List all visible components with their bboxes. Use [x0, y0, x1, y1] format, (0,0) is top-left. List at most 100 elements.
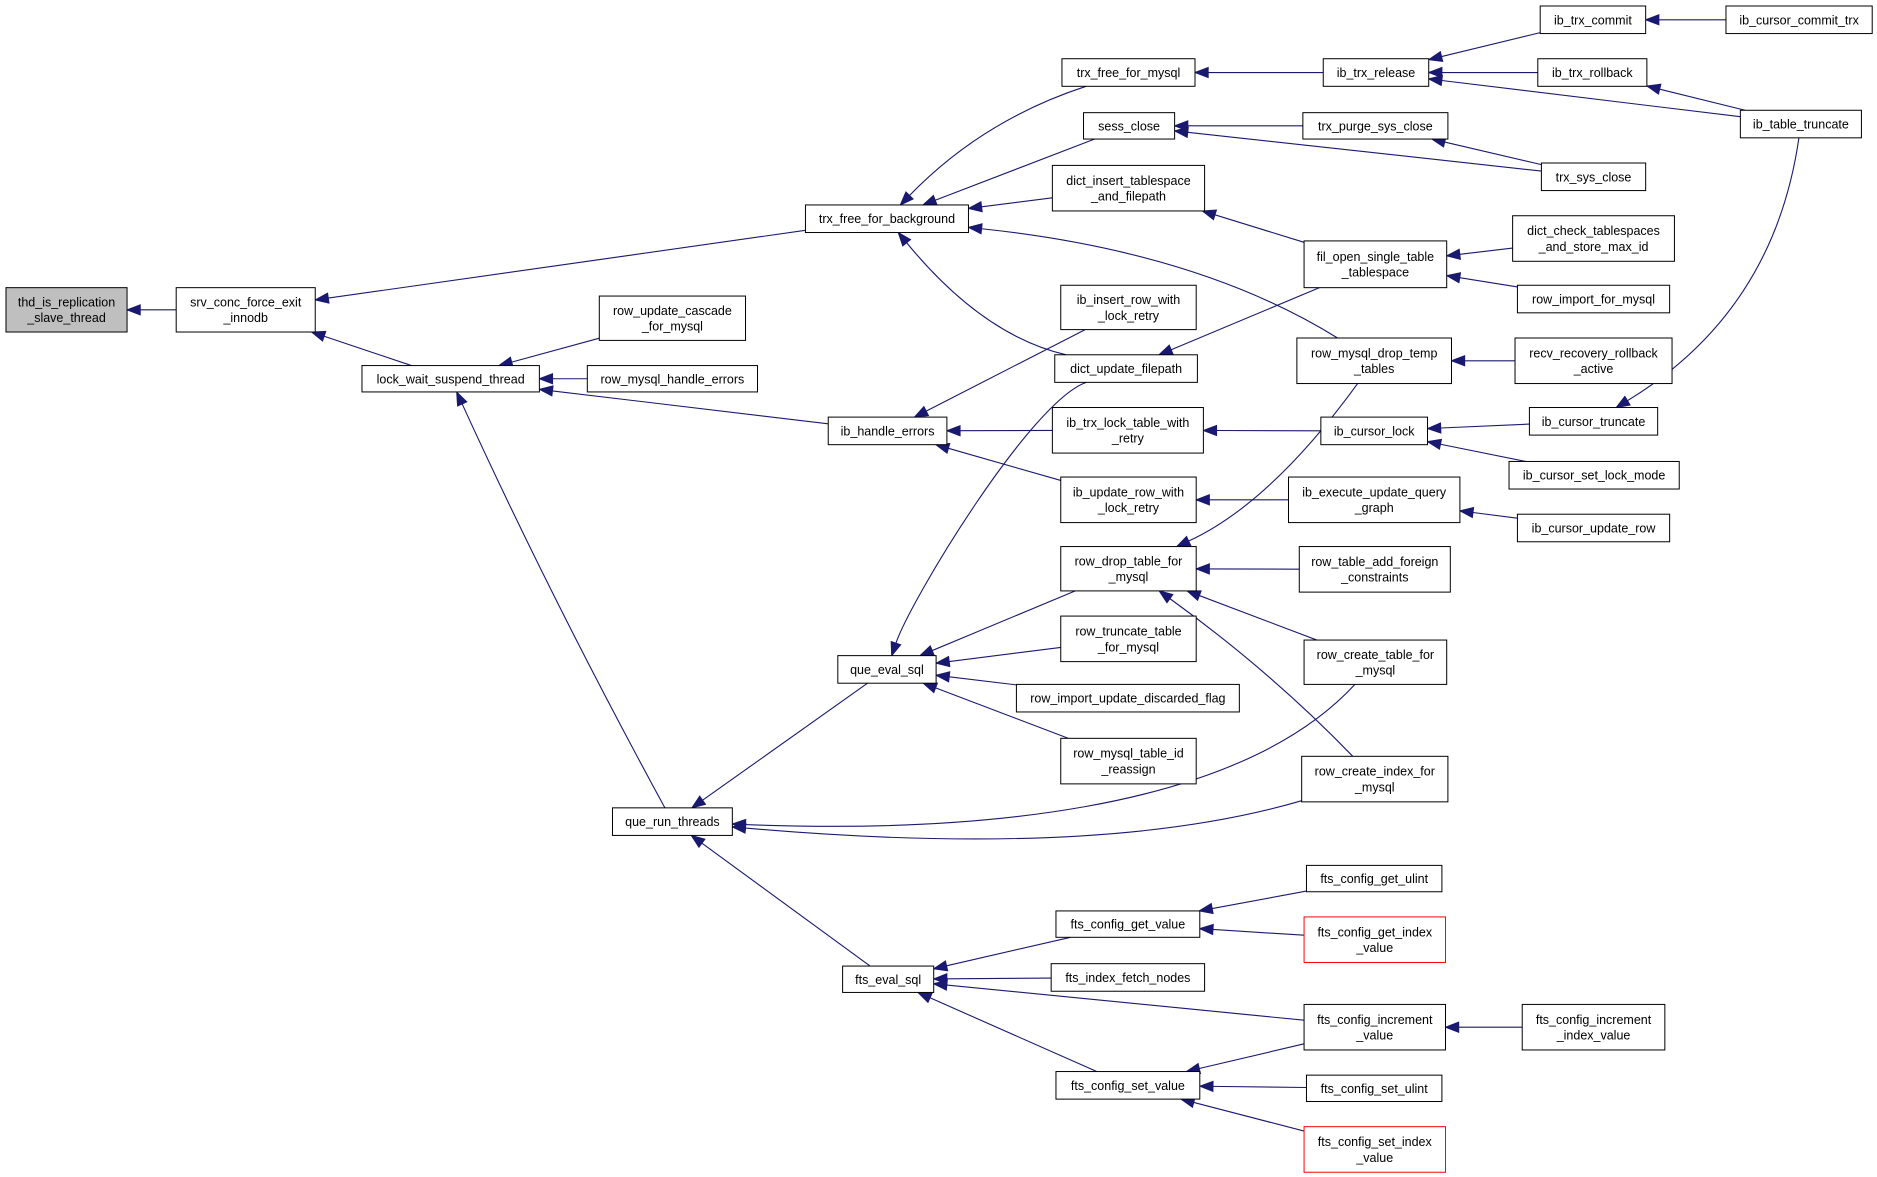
node-ib-cursor-truncate[interactable]: ib_cursor_truncate — [1528, 407, 1659, 436]
node-ib-insert-row-with-lock-retry[interactable]: ib_insert_row_with_lock_retry — [1060, 284, 1197, 331]
edge-ib-insert-row-with-lock-retry-to-ib-handle-errors — [925, 329, 1086, 412]
node-recv-recovery-rollback-active[interactable]: recv_recovery_rollback_active — [1514, 337, 1673, 385]
node-label: fts_config_set_value — [1071, 1079, 1185, 1093]
arrowhead — [1194, 494, 1210, 506]
node-fts-config-set-value[interactable]: fts_config_set_value — [1055, 1071, 1201, 1100]
node-row-create-index-for-mysql[interactable]: row_create_index_for_mysql — [1301, 755, 1449, 803]
node-ib-cursor-lock[interactable]: ib_cursor_lock — [1320, 416, 1429, 446]
edge-row-create-table-for-mysql-to-que-run-threads — [745, 684, 1356, 827]
node-box — [1303, 1003, 1447, 1051]
node-ib-trx-release[interactable]: ib_trx_release — [1322, 58, 1430, 87]
node-row-mysql-handle-errors[interactable]: row_mysql_handle_errors — [586, 365, 759, 393]
node-row-create-table-for-mysql[interactable]: row_create_table_for_mysql — [1303, 639, 1448, 685]
node-sess-close[interactable]: sess_close — [1083, 112, 1176, 140]
node-label: que_eval_sql — [850, 663, 924, 677]
node-label: _constraints — [1340, 571, 1408, 585]
node-ib-cursor-set-lock-mode[interactable]: ib_cursor_set_lock_mode — [1508, 460, 1680, 490]
node-ib-trx-lock-table-with-retry[interactable]: ib_trx_lock_table_with_retry — [1051, 407, 1204, 454]
node-row-mysql-table-id-reassign[interactable]: row_mysql_table_id_reassign — [1060, 737, 1197, 785]
arrowhead — [1615, 395, 1631, 409]
node-fts-config-get-value[interactable]: fts_config_get_value — [1055, 910, 1201, 938]
node-label: fts_config_increment — [1536, 1013, 1652, 1027]
node-trx-purge-sys-close[interactable]: trx_purge_sys_close — [1302, 112, 1449, 140]
arrowhead — [1157, 344, 1174, 356]
edge-ib-table-truncate-to-ib-trx-release — [1441, 79, 1741, 118]
node-ib-update-row-with-lock-retry[interactable]: ib_update_row_with_lock_retry — [1060, 476, 1197, 524]
edge-ib-cursor-truncate-to-ib-cursor-lock — [1440, 423, 1530, 429]
arrowhead — [456, 390, 468, 407]
node-label: ib_trx_rollback — [1552, 66, 1633, 80]
node-fts-config-increment-value[interactable]: fts_config_increment_value — [1303, 1003, 1447, 1051]
edge-row-import-for-mysql-to-fil-open-single-table-tablespace — [1459, 277, 1518, 288]
node-label: _innodb — [222, 311, 268, 325]
node-box — [1298, 546, 1451, 593]
arrowhead — [932, 960, 949, 972]
node-trx-sys-close[interactable]: trx_sys_close — [1540, 162, 1647, 192]
edge-que-eval-sql-to-que-run-threads — [702, 682, 868, 801]
edge-fil-open-single-table-tablespace-to-dict-update-filepath — [1170, 287, 1320, 351]
node-que-run-threads[interactable]: que_run_threads — [611, 807, 733, 836]
node-row-import-for-mysql[interactable]: row_import_for_mysql — [1516, 284, 1671, 314]
node-box — [175, 287, 316, 333]
node-box — [1739, 109, 1862, 139]
node-lock-wait-suspend-thread[interactable]: lock_wait_suspend_thread — [361, 365, 540, 393]
node-fts-config-get-ulint[interactable]: fts_config_get_ulint — [1305, 864, 1443, 893]
node-ib-cursor-update-row[interactable]: ib_cursor_update_row — [1516, 513, 1671, 543]
node-box — [1287, 476, 1461, 524]
node-ib-handle-errors[interactable]: ib_handle_errors — [827, 416, 948, 446]
node-ib-trx-commit[interactable]: ib_trx_commit — [1539, 5, 1647, 35]
arrowhead — [1445, 248, 1461, 260]
node-ib-trx-rollback[interactable]: ib_trx_rollback — [1537, 58, 1648, 87]
node-box — [1320, 416, 1429, 446]
node-fts-eval-sql[interactable]: fts_eval_sql — [842, 965, 935, 993]
node-fts-config-set-index-value[interactable]: fts_config_set_index_value — [1303, 1126, 1447, 1173]
node-box — [1539, 5, 1647, 35]
node-fts-config-set-ulint[interactable]: fts_config_set_ulint — [1305, 1074, 1443, 1103]
node-box — [1050, 963, 1206, 992]
arrowhead — [1644, 14, 1660, 26]
node-srv-conc-force-exit-innodb[interactable]: srv_conc_force_exit_innodb — [175, 287, 316, 333]
node-dict-update-filepath[interactable]: dict_update_filepath — [1054, 354, 1198, 383]
node-box — [1521, 1003, 1666, 1051]
node-box — [1060, 737, 1197, 785]
node-box — [361, 365, 540, 393]
node-row-drop-table-for-mysql[interactable]: row_drop_table_for_mysql — [1060, 546, 1197, 592]
node-box — [1508, 460, 1680, 490]
node-fts-config-get-index-value[interactable]: fts_config_get_index_value — [1303, 916, 1447, 963]
node-fts-config-increment-index-value[interactable]: fts_config_increment_index_value — [1521, 1003, 1666, 1051]
node-row-truncate-table-for-mysql[interactable]: row_truncate_table_for_mysql — [1060, 615, 1197, 663]
node-label: trx_free_for_background — [819, 212, 955, 226]
edge-trx-free-for-background-to-srv-conc-force-exit-innodb — [328, 229, 806, 299]
nodes-layer: thd_is_replication_slave_thread srv_conc_… — [5, 5, 1873, 1173]
node-fil-open-single-table-tablespace[interactable]: fil_open_single_table_tablespace — [1303, 240, 1448, 289]
node-que-eval-sql[interactable]: que_eval_sql — [837, 655, 937, 684]
node-label: dict_check_tablespaces — [1527, 224, 1660, 238]
node-box — [1303, 639, 1448, 685]
arrowhead — [1198, 1080, 1214, 1093]
node-trx-free-for-mysql[interactable]: trx_free_for_mysql — [1061, 58, 1196, 87]
node-box — [1301, 755, 1449, 803]
node-row-mysql-drop-temp-tables[interactable]: row_mysql_drop_temp_tables — [1296, 337, 1452, 385]
node-ib-execute-update-query-graph[interactable]: ib_execute_update_query_graph — [1287, 476, 1461, 524]
node-label: ib_insert_row_with — [1077, 293, 1181, 307]
node-ib-table-truncate[interactable]: ib_table_truncate — [1739, 109, 1862, 139]
edge-row-import-update-discarded-flag-to-que-eval-sql — [949, 676, 1017, 686]
node-box — [842, 965, 935, 993]
node-dict-check-tablespaces-and-store-max-id[interactable]: dict_check_tablespaces_and_store_max_id — [1512, 215, 1675, 262]
node-box — [586, 365, 759, 393]
node-row-table-add-foreign-constraints[interactable]: row_table_add_foreign_constraints — [1298, 546, 1451, 593]
node-trx-free-for-background[interactable]: trx_free_for_background — [804, 204, 969, 234]
node-row-import-update-discarded-flag[interactable]: row_import_update_discarded_flag — [1015, 683, 1240, 713]
node-thd-is-replication-slave-thread[interactable]: thd_is_replication_slave_thread — [5, 287, 128, 333]
node-box — [1015, 683, 1240, 713]
node-label: trx_sys_close — [1556, 170, 1632, 184]
node-fts-index-fetch-nodes[interactable]: fts_index_fetch_nodes — [1050, 963, 1206, 992]
node-row-update-cascade-for-mysql[interactable]: row_update_cascade_for_mysql — [598, 295, 747, 341]
node-ib-cursor-commit-trx[interactable]: ib_cursor_commit_trx — [1725, 5, 1873, 35]
node-dict-insert-tablespace-and-filepath[interactable]: dict_insert_tablespace_and_filepath — [1051, 164, 1206, 212]
node-label: _retry — [1111, 432, 1145, 446]
node-label: ib_trx_commit — [1554, 13, 1632, 27]
node-label: dict_insert_tablespace — [1066, 174, 1190, 188]
node-box — [1303, 240, 1448, 289]
arrowhead — [890, 640, 902, 657]
